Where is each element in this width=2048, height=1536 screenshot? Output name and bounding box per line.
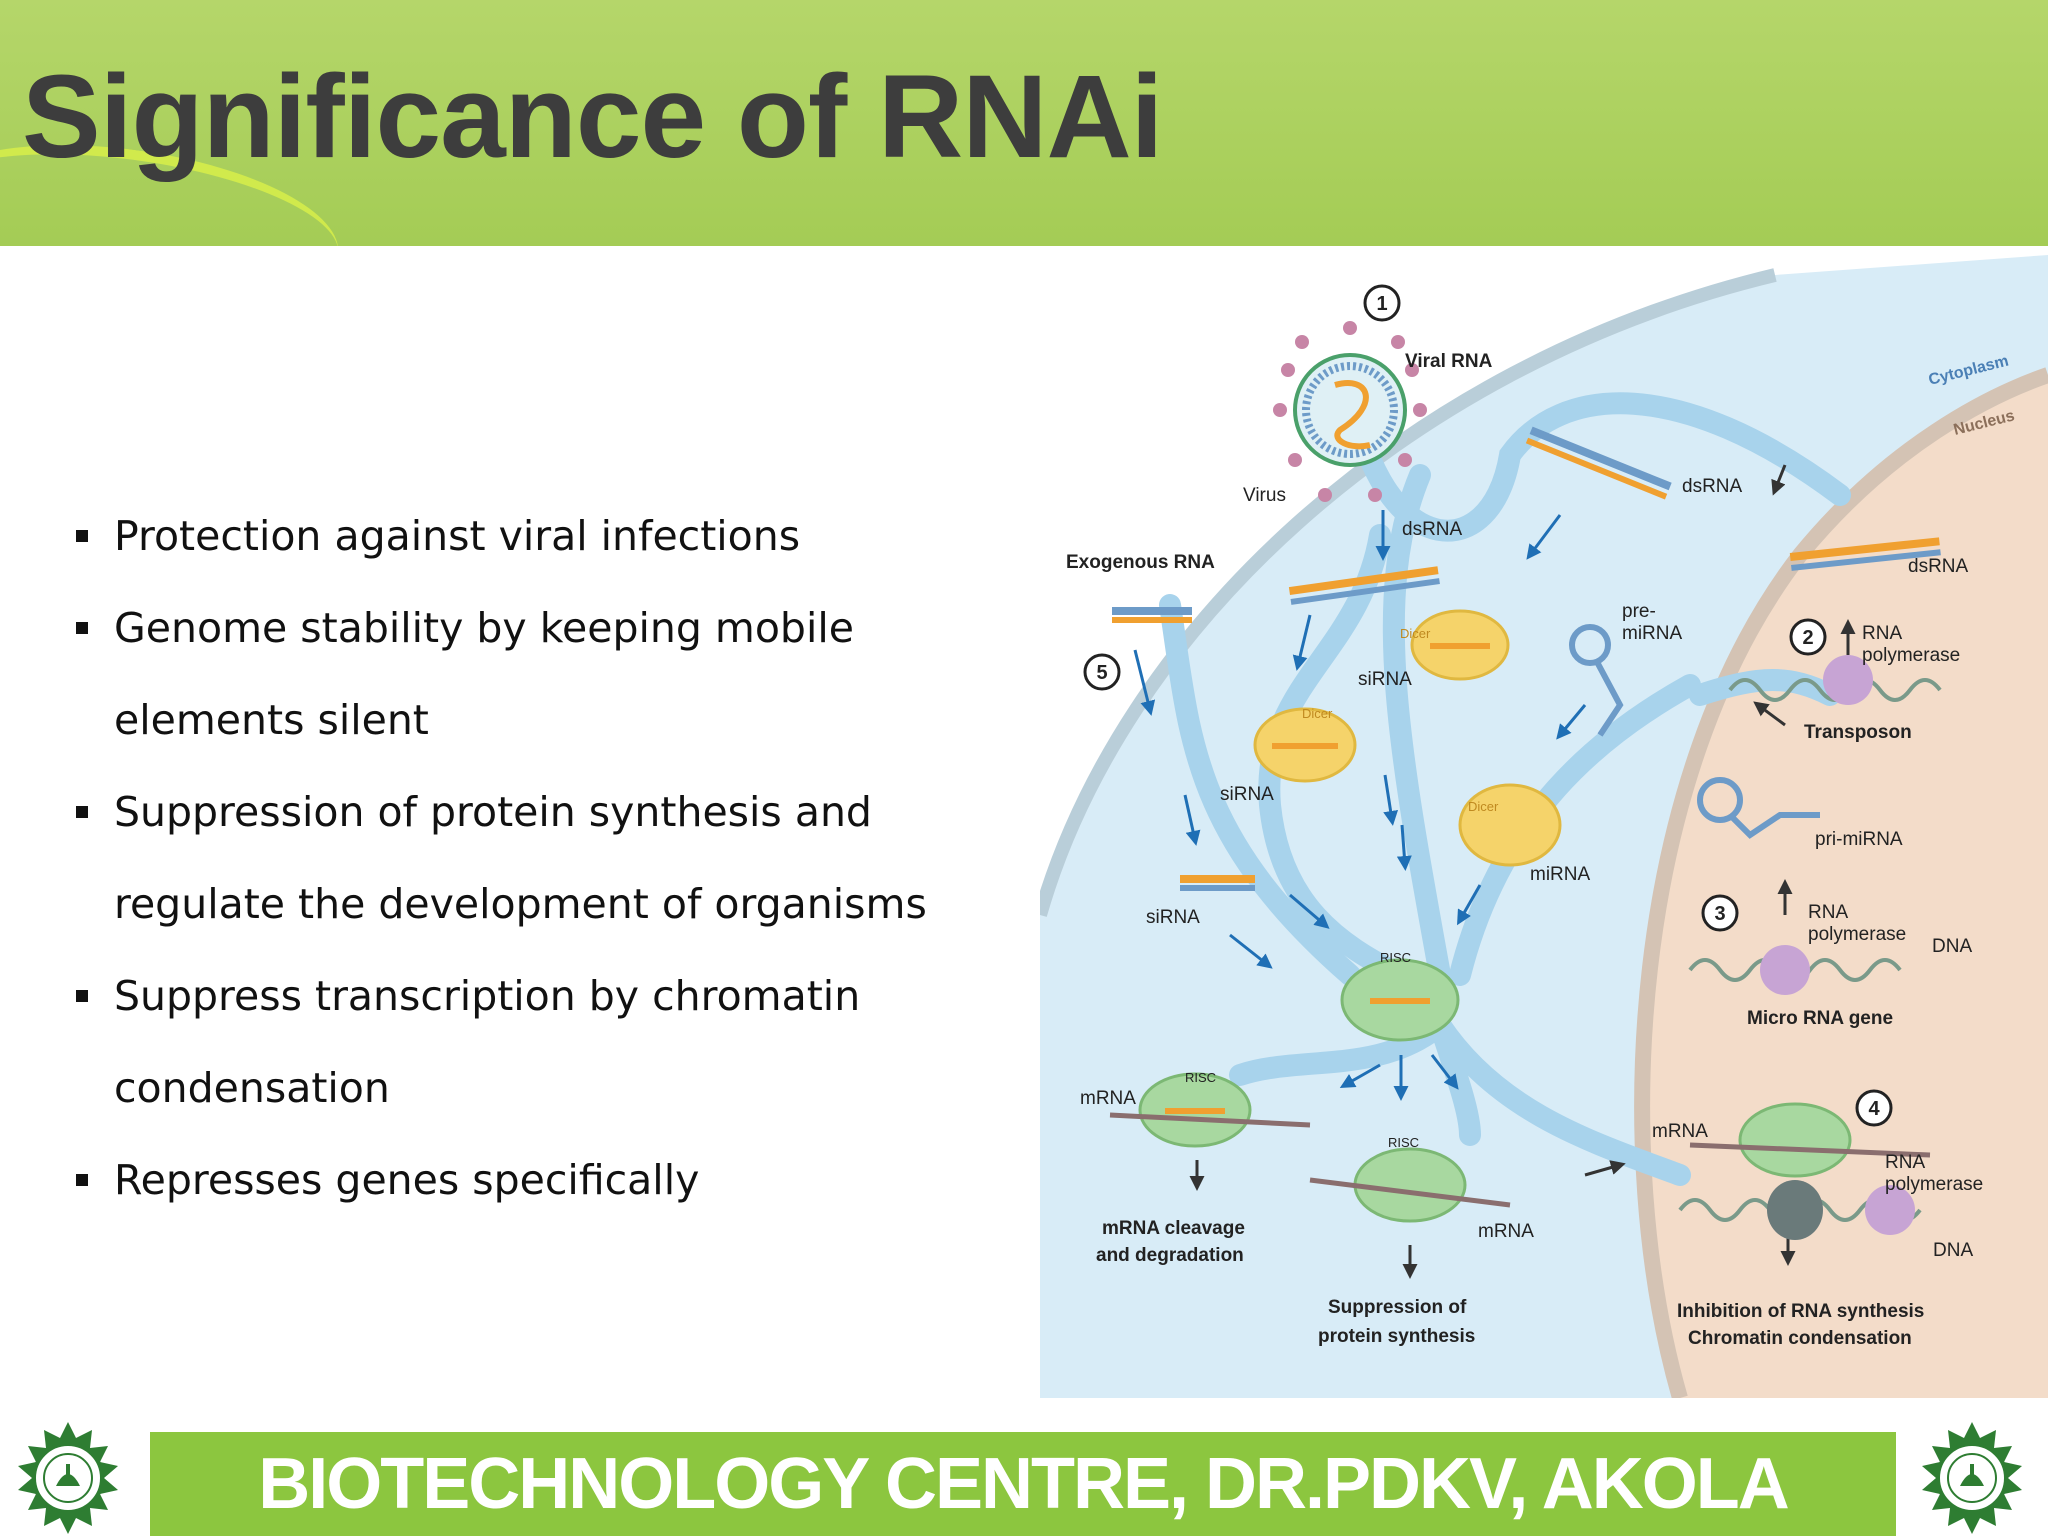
- label-suppression: Suppression of: [1328, 1297, 1467, 1318]
- label-dicer: Dicer: [1302, 706, 1333, 721]
- label-suppression: protein synthesis: [1318, 1326, 1475, 1347]
- university-emblem-icon: [18, 1422, 118, 1534]
- label-transposon: Transposon: [1804, 722, 1912, 743]
- pathway-arrows: [1133, 510, 1587, 1101]
- label-inhibition: Inhibition of RNA synthesis: [1677, 1301, 1924, 1322]
- mirna-hairpins: [1569, 624, 1820, 839]
- label-risc: RISC: [1380, 950, 1411, 965]
- mrna-strands: [1109, 1112, 1931, 1208]
- label-pri-mirna: pri-miRNA: [1815, 829, 1903, 850]
- bullet-marker: [76, 990, 88, 1002]
- bullet-item: Protection against viral infections: [72, 490, 1052, 582]
- bullet-item: Genome stability by keeping mobile eleme…: [72, 582, 1052, 766]
- chromatin: [1767, 1180, 1823, 1240]
- label-pre-mirna: miRNA: [1622, 623, 1682, 644]
- footer-band: [150, 1432, 1896, 1536]
- slide-title: Significance of RNAi: [22, 51, 1163, 183]
- label-dsrna: dsRNA: [1682, 476, 1743, 497]
- label-rna-polymerase: RNA: [1885, 1152, 1925, 1173]
- step-5: 5: [1096, 662, 1107, 684]
- label-dsrna: dsRNA: [1402, 519, 1463, 540]
- label-micro-rna-gene: Micro RNA gene: [1747, 1008, 1893, 1029]
- footer-banner: BIOTECHNOLOGY CENTRE, DR.PDKV, AKOLA: [0, 1420, 2048, 1536]
- bullet-marker: [76, 1174, 88, 1186]
- label-dna: DNA: [1932, 936, 1972, 957]
- bullet-list: Protection against viral infections Geno…: [72, 490, 1052, 1226]
- step-numbers: 1 2 3 4 5: [1096, 293, 1880, 1120]
- label-viral-rna: Viral RNA: [1405, 351, 1493, 372]
- label-dicer: Dicer: [1400, 626, 1431, 641]
- bullet-marker: [76, 806, 88, 818]
- label-virus: Virus: [1243, 485, 1286, 506]
- label-sirna: siRNA: [1146, 907, 1200, 928]
- label-rna-polymerase: RNA: [1862, 623, 1902, 644]
- risc-complexes: [1138, 958, 1852, 1223]
- label-mrna: mRNA: [1080, 1088, 1136, 1109]
- virus-particle: [1273, 321, 1427, 502]
- bullet-item: Suppression of protein synthesis and reg…: [72, 766, 1052, 950]
- label-dsrna: dsRNA: [1908, 556, 1969, 577]
- step-1: 1: [1376, 293, 1387, 315]
- step-circles: [1083, 284, 1893, 1127]
- label-cleavage: mRNA cleavage: [1102, 1218, 1245, 1239]
- label-exogenous-rna: Exogenous RNA: [1066, 552, 1215, 573]
- bullet-marker: [76, 530, 88, 542]
- cell-membrane: [1033, 268, 1777, 917]
- bullet-item: Suppress transcription by chromatin cond…: [72, 950, 1052, 1134]
- label-pre-mirna: pre-: [1622, 601, 1656, 622]
- step-4: 4: [1868, 1098, 1880, 1120]
- title-banner: Significance of RNAi: [0, 0, 2048, 246]
- step-2: 2: [1802, 627, 1813, 649]
- label-cleavage: and degradation: [1096, 1245, 1244, 1266]
- diagram-labels: Viral RNA Virus dsRNA dsRNA dsRNA Exogen…: [1066, 351, 1983, 1349]
- university-emblem-icon: [1922, 1422, 2022, 1534]
- bullet-marker: [76, 622, 88, 634]
- label-sirna: siRNA: [1220, 784, 1274, 805]
- rnai-pathway-diagram: Cytoplasm Nucleus: [1033, 255, 2048, 1401]
- rna-strands: [1112, 426, 1941, 891]
- label-mrna: mRNA: [1478, 1221, 1534, 1242]
- label-mirna: miRNA: [1530, 864, 1590, 885]
- label-dicer: Dicer: [1468, 799, 1499, 814]
- label-rna-polymerase: polymerase: [1885, 1174, 1983, 1195]
- label-mrna: mRNA: [1652, 1121, 1708, 1142]
- label-rna-polymerase: polymerase: [1862, 645, 1960, 666]
- dicer-complexes: [1253, 609, 1562, 867]
- label-risc: RISC: [1388, 1135, 1419, 1150]
- label-inhibition: Chromatin condensation: [1688, 1328, 1912, 1349]
- bullet-item: Represses genes specifically: [72, 1134, 1052, 1226]
- label-risc: RISC: [1185, 1070, 1216, 1085]
- label-rna-polymerase: polymerase: [1808, 924, 1906, 945]
- footer-text: BIOTECHNOLOGY CENTRE, DR.PDKV, AKOLA: [258, 1444, 1789, 1524]
- label-rna-polymerase: RNA: [1808, 902, 1848, 923]
- label-sirna: siRNA: [1358, 669, 1412, 690]
- label-dna: DNA: [1933, 1240, 1973, 1261]
- diagram-svg: Cytoplasm Nucleus: [1033, 255, 2048, 1401]
- step-3: 3: [1714, 903, 1725, 925]
- rna-polymerases: [1760, 655, 1915, 1235]
